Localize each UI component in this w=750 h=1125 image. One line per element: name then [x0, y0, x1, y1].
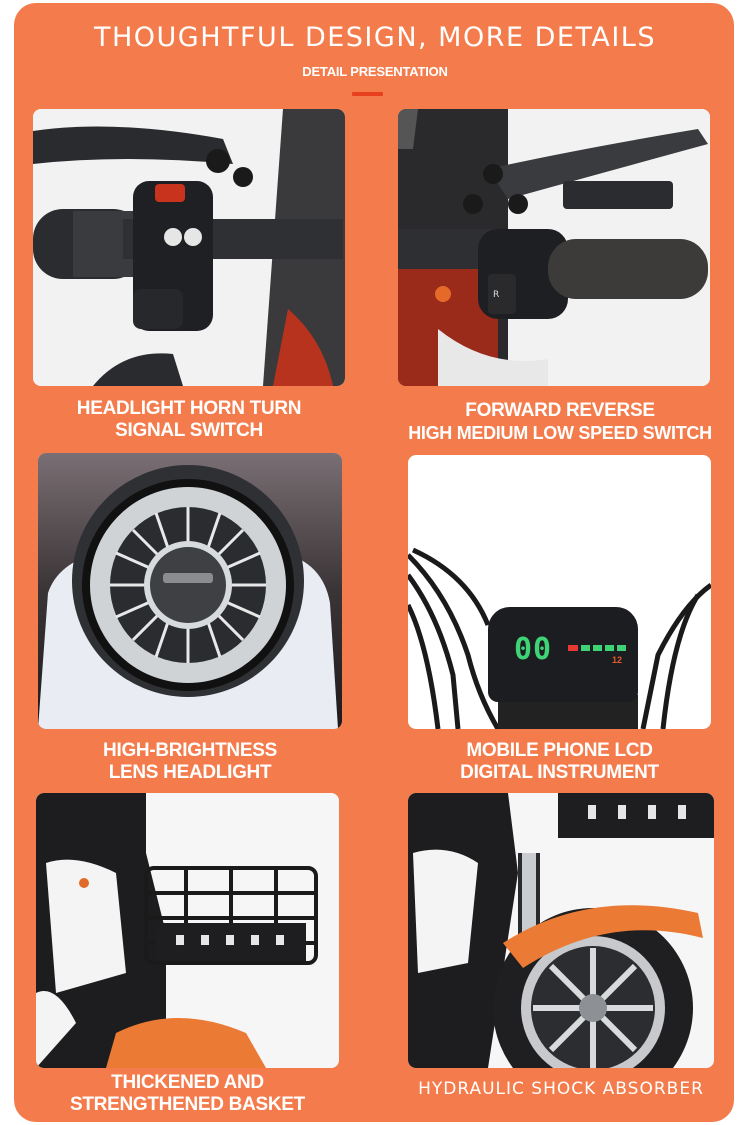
svg-text:R: R	[493, 290, 499, 300]
battery-bar	[581, 645, 590, 651]
feature-image-lens-headlight	[38, 453, 342, 729]
caption-lcd-instrument: MOBILE PHONE LCD DIGITAL INSTRUMENT	[460, 740, 659, 783]
caption-shock-absorber: HYDRAULIC SHOCK ABSORBER	[418, 1079, 704, 1099]
battery-bar	[605, 645, 614, 651]
feature-image-lcd-instrument: 00 12	[408, 455, 711, 729]
caption-basket: THICKENED AND STRENGTHENED BASKET	[70, 1072, 305, 1115]
handlebar-switch-icon	[33, 109, 345, 386]
headlight-icon	[38, 453, 342, 729]
battery-bar	[617, 645, 626, 651]
feature-image-shock-absorber	[408, 793, 714, 1068]
accent-divider	[352, 92, 383, 96]
caption-headlight-horn-switch: HEADLIGHT HORN TURN SIGNAL SWITCH	[76, 398, 302, 441]
shock-absorber-icon	[408, 793, 714, 1068]
basket-icon	[36, 793, 339, 1068]
page-subtitle: DETAIL PRESENTATION	[302, 64, 448, 79]
feature-image-basket	[36, 793, 339, 1068]
lcd-speed-readout: 00	[514, 632, 553, 667]
feature-image-headlight-horn-switch	[33, 109, 345, 386]
page-title: THOUGHTFUL DESIGN, MORE DETAILS	[94, 22, 656, 53]
caption-lens-headlight: HIGH-BRIGHTNESS LENS HEADLIGHT	[103, 740, 277, 783]
caption-forward-reverse-switch: FORWARD REVERSE HIGH MEDIUM LOW SPEED SW…	[408, 400, 712, 443]
lcd-battery-bars	[568, 645, 626, 651]
speed-switch-icon: R	[398, 109, 710, 386]
battery-bar	[568, 645, 578, 651]
lcd-unit-indicator: 12	[612, 655, 623, 665]
feature-image-forward-reverse-switch: R	[398, 109, 710, 386]
battery-bar	[593, 645, 602, 651]
lcd-display: 00 12	[488, 607, 638, 702]
